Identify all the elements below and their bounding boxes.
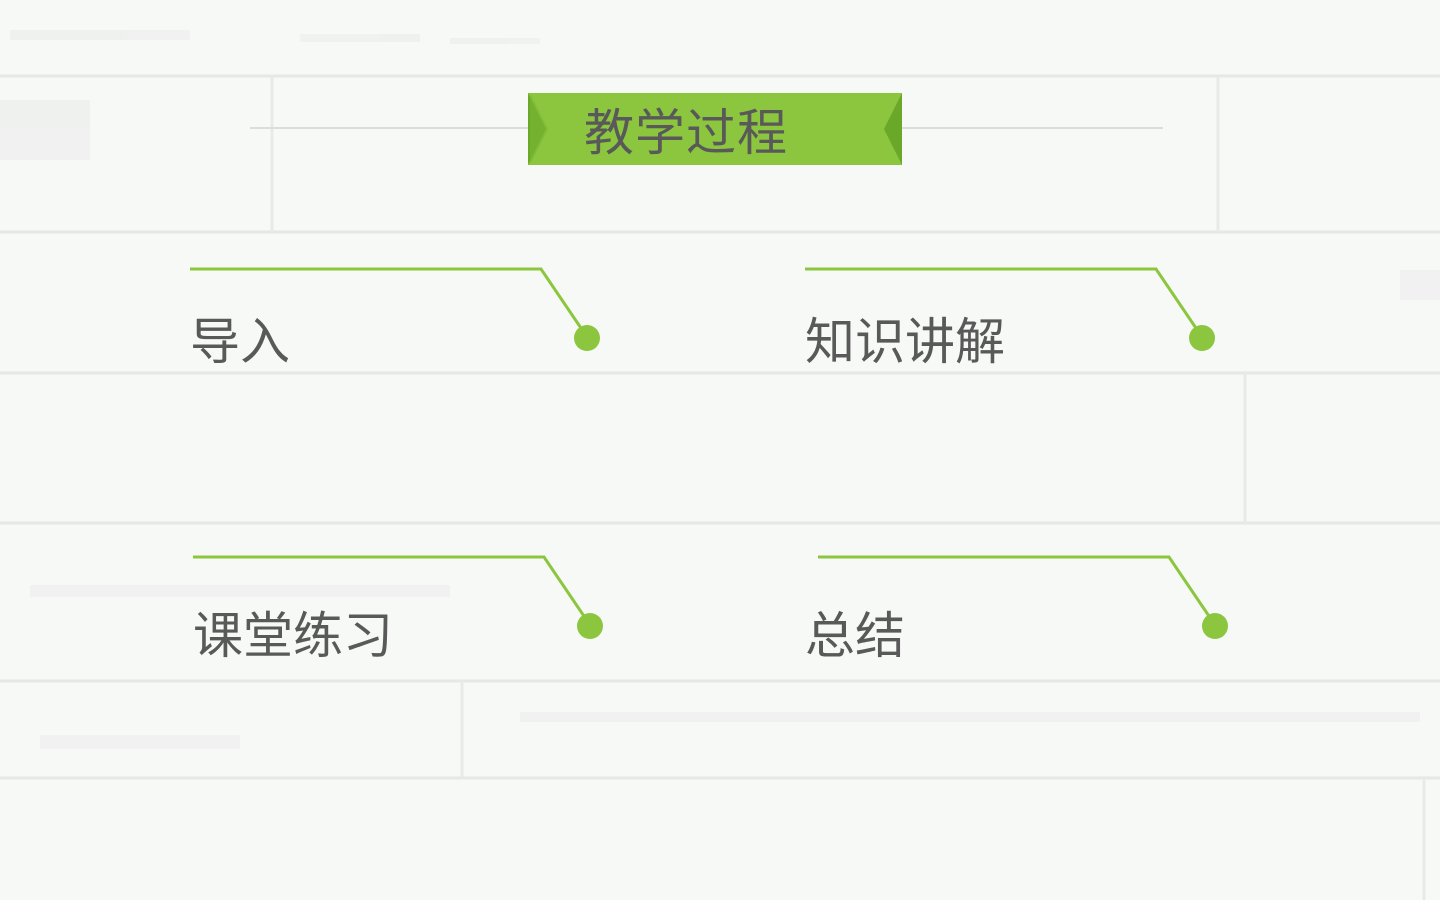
agenda-item-knowledge: 知识讲解 xyxy=(805,260,1235,380)
item-label: 导入 xyxy=(190,313,290,371)
item-connector-line xyxy=(818,555,1228,639)
item-connector-line xyxy=(193,555,603,639)
title-banner: 教学过程 xyxy=(528,93,902,165)
item-dot-icon xyxy=(1189,325,1215,351)
agenda-item-summary: 总结 xyxy=(805,548,1248,668)
agenda-item-intro: 导入 xyxy=(190,260,620,380)
item-label: 课堂练习 xyxy=(193,607,393,665)
title-divider-left xyxy=(250,127,530,129)
item-connector-line xyxy=(805,267,1215,351)
item-label: 总结 xyxy=(805,607,905,665)
title-divider-right xyxy=(900,127,1163,129)
item-dot-icon xyxy=(574,325,600,351)
item-label: 知识讲解 xyxy=(805,313,1005,371)
item-dot-icon xyxy=(577,613,603,639)
title-ribbon-shape xyxy=(528,93,902,165)
item-dot-icon xyxy=(1202,613,1228,639)
item-connector-line xyxy=(190,267,600,351)
agenda-item-practice: 课堂练习 xyxy=(193,548,623,668)
page-title: 教学过程 xyxy=(584,104,788,162)
